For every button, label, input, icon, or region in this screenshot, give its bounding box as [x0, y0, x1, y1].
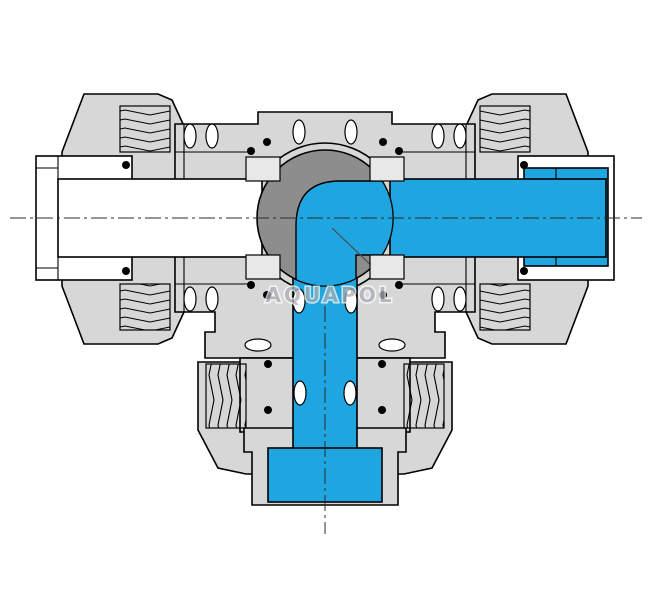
- ball-port-edge-line: [331, 227, 377, 271]
- ball-port-group: [295, 180, 393, 286]
- o-ring: [264, 360, 272, 368]
- o-ring: [247, 281, 255, 289]
- left-nut-ribs-top: [119, 105, 171, 153]
- right-nut-ribs-top: [479, 105, 531, 153]
- seat-right-top: [369, 156, 405, 182]
- bolt-slots: [183, 119, 467, 406]
- left-nut-ribs-bottom: [119, 283, 171, 331]
- bottom-nut-ribs-left: [205, 363, 247, 429]
- side-nut-thread-ribs: [119, 105, 531, 331]
- o-ring: [395, 281, 403, 289]
- o-ring-seals: [122, 138, 528, 414]
- slot: [292, 288, 306, 314]
- slot: [205, 123, 219, 149]
- o-ring: [520, 267, 528, 275]
- slot: [183, 286, 197, 312]
- o-ring: [379, 138, 387, 146]
- o-ring: [520, 161, 528, 169]
- slot: [344, 119, 358, 145]
- ball-seats: [245, 156, 405, 280]
- o-ring: [379, 291, 387, 299]
- o-ring: [378, 360, 386, 368]
- slot: [431, 123, 445, 149]
- o-ring: [378, 406, 386, 414]
- ball-l-port-fluid: [295, 180, 393, 286]
- seat-right-bottom: [369, 254, 405, 280]
- o-ring: [263, 291, 271, 299]
- o-ring: [264, 406, 272, 414]
- slot: [244, 338, 272, 352]
- slot: [453, 286, 467, 312]
- slot: [378, 338, 406, 352]
- housing-detail-lines: [175, 124, 475, 312]
- seat-left-top: [245, 156, 281, 182]
- watermark-text: AQUAPOL: [266, 283, 395, 307]
- seat-left-bottom: [245, 254, 281, 280]
- right-nut-ribs-bottom: [479, 283, 531, 331]
- slot: [292, 119, 306, 145]
- slot: [205, 286, 219, 312]
- slot: [183, 123, 197, 149]
- slot: [293, 380, 307, 406]
- bottom-nut-ribs-right: [403, 363, 445, 429]
- o-ring: [247, 147, 255, 155]
- o-ring: [395, 147, 403, 155]
- slot: [431, 286, 445, 312]
- slot: [343, 380, 357, 406]
- o-ring: [122, 161, 130, 169]
- slot: [453, 123, 467, 149]
- o-ring: [122, 267, 130, 275]
- slot: [344, 288, 358, 314]
- o-ring: [263, 138, 271, 146]
